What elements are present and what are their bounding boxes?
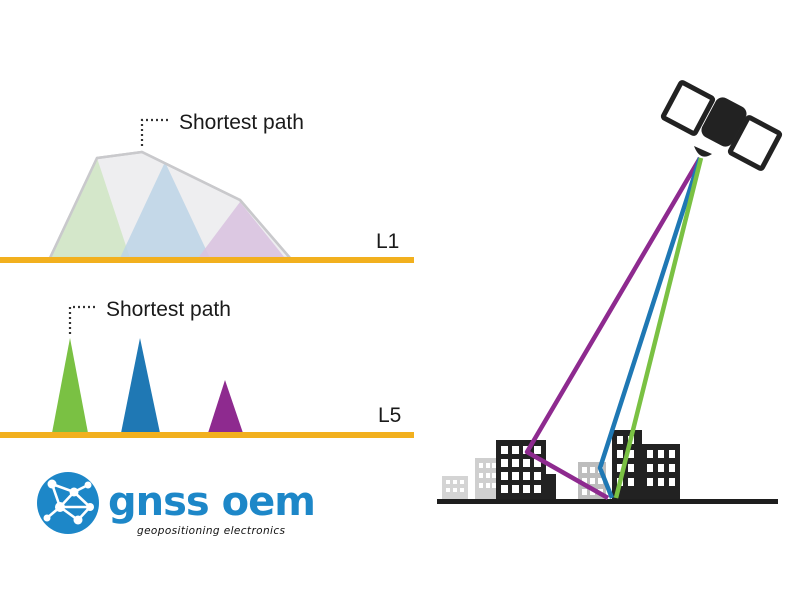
signal-paths <box>524 156 704 500</box>
l1-band-label: L1 <box>376 230 399 253</box>
satellite-antenna <box>694 146 712 157</box>
satellite-icon <box>660 80 783 171</box>
ground-line <box>437 499 778 504</box>
l1-blue-peak <box>120 162 210 258</box>
l1-green-peak <box>50 158 130 258</box>
l5-shortest-path-leader <box>68 305 97 334</box>
building-faint-tall <box>475 458 499 499</box>
brand-tagline: geopositioning electronics <box>137 525 286 537</box>
globe-network-icon <box>37 472 99 534</box>
satellite-panel-left <box>660 80 716 136</box>
l5-purple-peak <box>208 380 243 433</box>
blue-reflected-path <box>597 157 703 499</box>
l1-panel: Shortest path L1 <box>0 111 414 263</box>
city-buildings-icon <box>437 430 778 504</box>
l1-shortest-path-label: Shortest path <box>179 111 304 134</box>
brand-logo: gnss oem geopositioning electronics <box>37 472 316 537</box>
l1-baseline <box>0 257 414 263</box>
l5-green-peak <box>52 338 88 433</box>
l5-baseline <box>0 432 414 438</box>
satellite-panel-right <box>727 115 783 171</box>
l5-panel: Shortest path L5 <box>0 298 414 438</box>
l1-envelope-outline <box>48 150 291 259</box>
l5-band-label: L5 <box>378 404 401 427</box>
satellite-body <box>701 97 747 147</box>
building-dark-right <box>612 430 680 499</box>
green-direct-path <box>613 157 704 499</box>
l1-shortest-path-leader <box>140 118 170 146</box>
l1-purple-peak <box>198 202 285 258</box>
building-far-left <box>442 476 468 499</box>
brand-name: gnss oem <box>108 479 315 525</box>
purple-reflected-path <box>524 156 702 500</box>
l5-shortest-path-label: Shortest path <box>106 298 231 321</box>
l5-blue-peak <box>121 338 160 433</box>
building-dark-left <box>496 440 556 499</box>
